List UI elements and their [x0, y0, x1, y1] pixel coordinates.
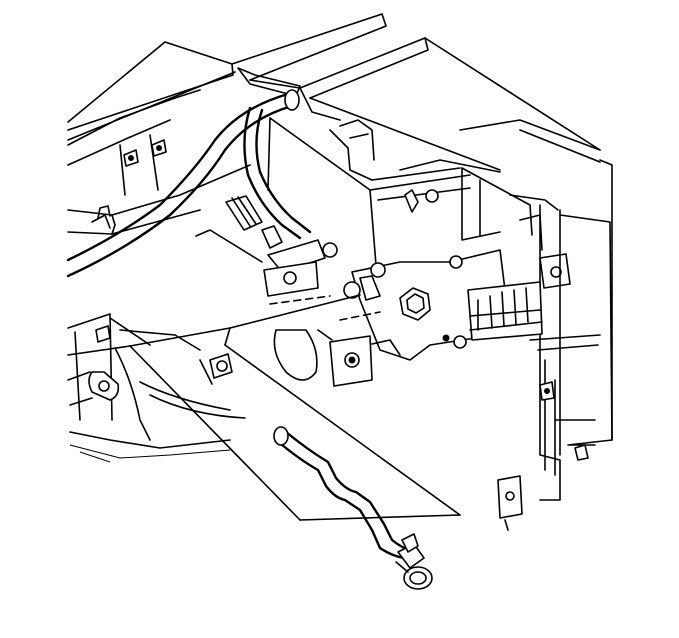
fluid-tube-upper — [68, 90, 310, 276]
detached-tube — [274, 427, 432, 589]
housing-box — [268, 118, 600, 290]
cowl-panel — [68, 14, 600, 170]
strut-assembly — [196, 196, 337, 272]
lower-mount — [264, 262, 400, 386]
frame-rail — [68, 90, 250, 234]
lower-left-structure — [68, 314, 245, 462]
mounting-plate — [344, 250, 505, 360]
support-bracket — [462, 130, 612, 500]
lower-right-tab — [498, 476, 522, 530]
projection-lines — [68, 295, 460, 520]
retaining-clip — [200, 354, 232, 384]
latch-plate — [468, 282, 542, 340]
